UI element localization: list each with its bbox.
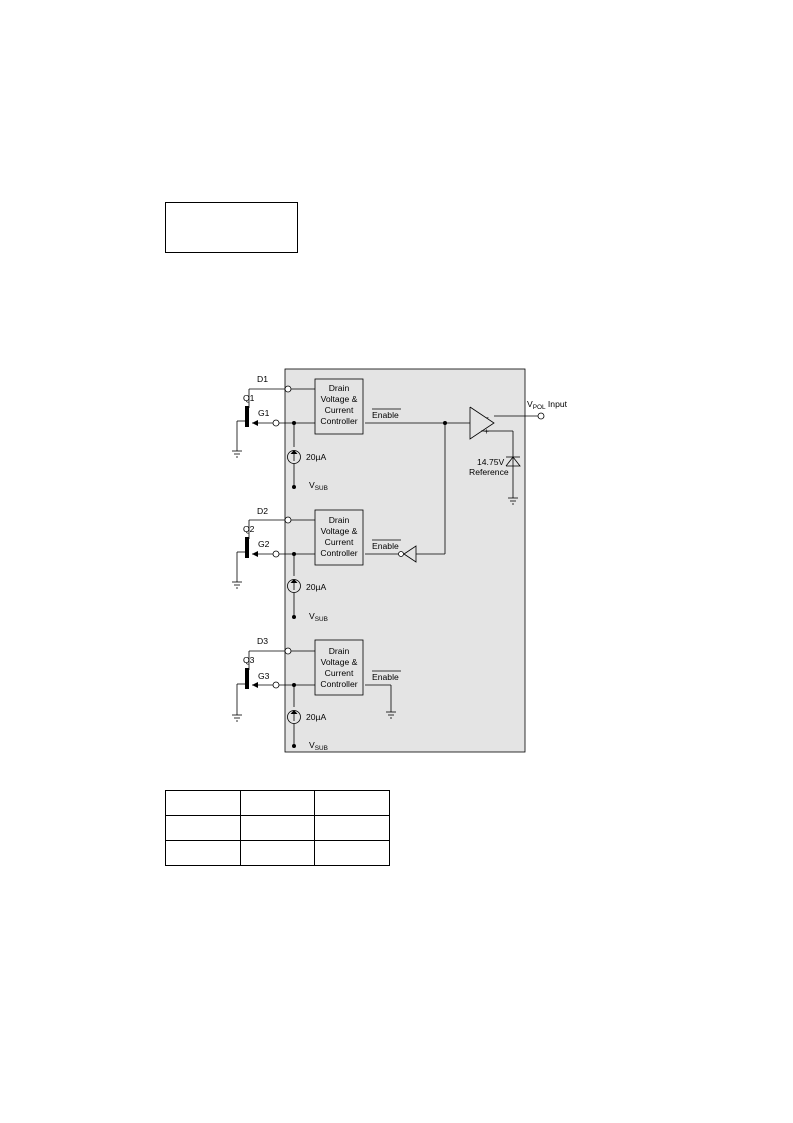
controller-1-line-3: Current: [325, 405, 354, 415]
fet-q3-body: [245, 668, 249, 689]
controller-2-line-2: Voltage &: [321, 526, 358, 536]
label-d2: D2: [257, 506, 268, 516]
table-cell: [165, 815, 241, 841]
labels-channel-3: D3 Q3 G3 Drain Voltage & Current Control…: [243, 636, 399, 752]
labels-channel-1: D1 Q1 G1 Drain Voltage & Current Control…: [243, 374, 399, 492]
label-reference-voltage: 14.75V: [477, 457, 505, 467]
label-current-3: 20µA: [306, 712, 327, 722]
channel-2: [236, 516, 445, 617]
label-enable-3: Enable: [372, 672, 399, 682]
fet-q2-body: [245, 537, 249, 558]
label-q3: Q3: [243, 655, 255, 665]
table-cell: [314, 790, 390, 816]
controller-2: [314, 509, 364, 566]
label-g2: G2: [258, 539, 270, 549]
table-cell: [314, 840, 390, 866]
label-vsub-3: VSUB: [309, 740, 328, 752]
table-cell: [314, 815, 390, 841]
label-current-2: 20µA: [306, 582, 327, 592]
labels-reference: VPOL Input - + 14.75V Reference: [469, 399, 568, 477]
pin-d3: [284, 647, 292, 655]
table-cell: [239, 840, 316, 866]
label-q1: Q1: [243, 393, 255, 403]
table-cell: [239, 790, 316, 816]
comparator-minus: -: [486, 412, 489, 422]
controller-3-line-4: Controller: [320, 679, 357, 689]
controller-2-line-3: Current: [325, 537, 354, 547]
pin-g3: [272, 681, 280, 689]
label-g1: G1: [258, 408, 270, 418]
label-vsub-1: VSUB: [309, 480, 328, 492]
label-reference: Reference: [469, 467, 509, 477]
junction-dots: [292, 421, 447, 748]
table-row: [165, 840, 390, 866]
controller-2-line-1: Drain: [329, 515, 350, 525]
fet-symbols: [245, 406, 258, 689]
controller-3: [314, 639, 364, 696]
ground-symbols: [232, 444, 518, 722]
controller-3-line-3: Current: [325, 668, 354, 678]
fet-q1-body: [245, 406, 249, 427]
table-cell: [165, 840, 241, 866]
header-box: [165, 202, 298, 253]
table-cell: [239, 815, 316, 841]
label-enable-2: Enable: [372, 541, 399, 551]
controller-1-line-1: Drain: [329, 383, 350, 393]
label-vsub-2: VSUB: [309, 611, 328, 623]
controller-1: [314, 378, 364, 435]
controller-3-line-2: Voltage &: [321, 657, 358, 667]
labels-channel-2: D2 Q2 G2 Drain Voltage & Current Control…: [243, 506, 399, 623]
pin-d1: [284, 385, 292, 393]
channel-3: [236, 647, 392, 746]
pin-table: [165, 790, 390, 866]
label-d3: D3: [257, 636, 268, 646]
table-cell: [165, 790, 241, 816]
label-d1: D1: [257, 374, 268, 384]
label-enable-1: Enable: [372, 410, 399, 420]
label-q2: Q2: [243, 524, 255, 534]
pin-vpol: [537, 412, 545, 420]
controller-1-line-2: Voltage &: [321, 394, 358, 404]
label-current-1: 20µA: [306, 452, 327, 462]
label-vpol-input: VPOL Input: [527, 399, 568, 411]
table-row: [165, 790, 390, 816]
enable-overbars: [372, 408, 401, 672]
controller-3-line-1: Drain: [329, 646, 350, 656]
controller-1-line-4: Controller: [320, 416, 357, 426]
pin-g2: [272, 550, 280, 558]
table-row: [165, 815, 390, 841]
comparator-plus: +: [484, 426, 489, 436]
controller-2-line-4: Controller: [320, 548, 357, 558]
pin-d2: [284, 516, 292, 524]
label-g3: G3: [258, 671, 270, 681]
pin-g1: [272, 419, 280, 427]
